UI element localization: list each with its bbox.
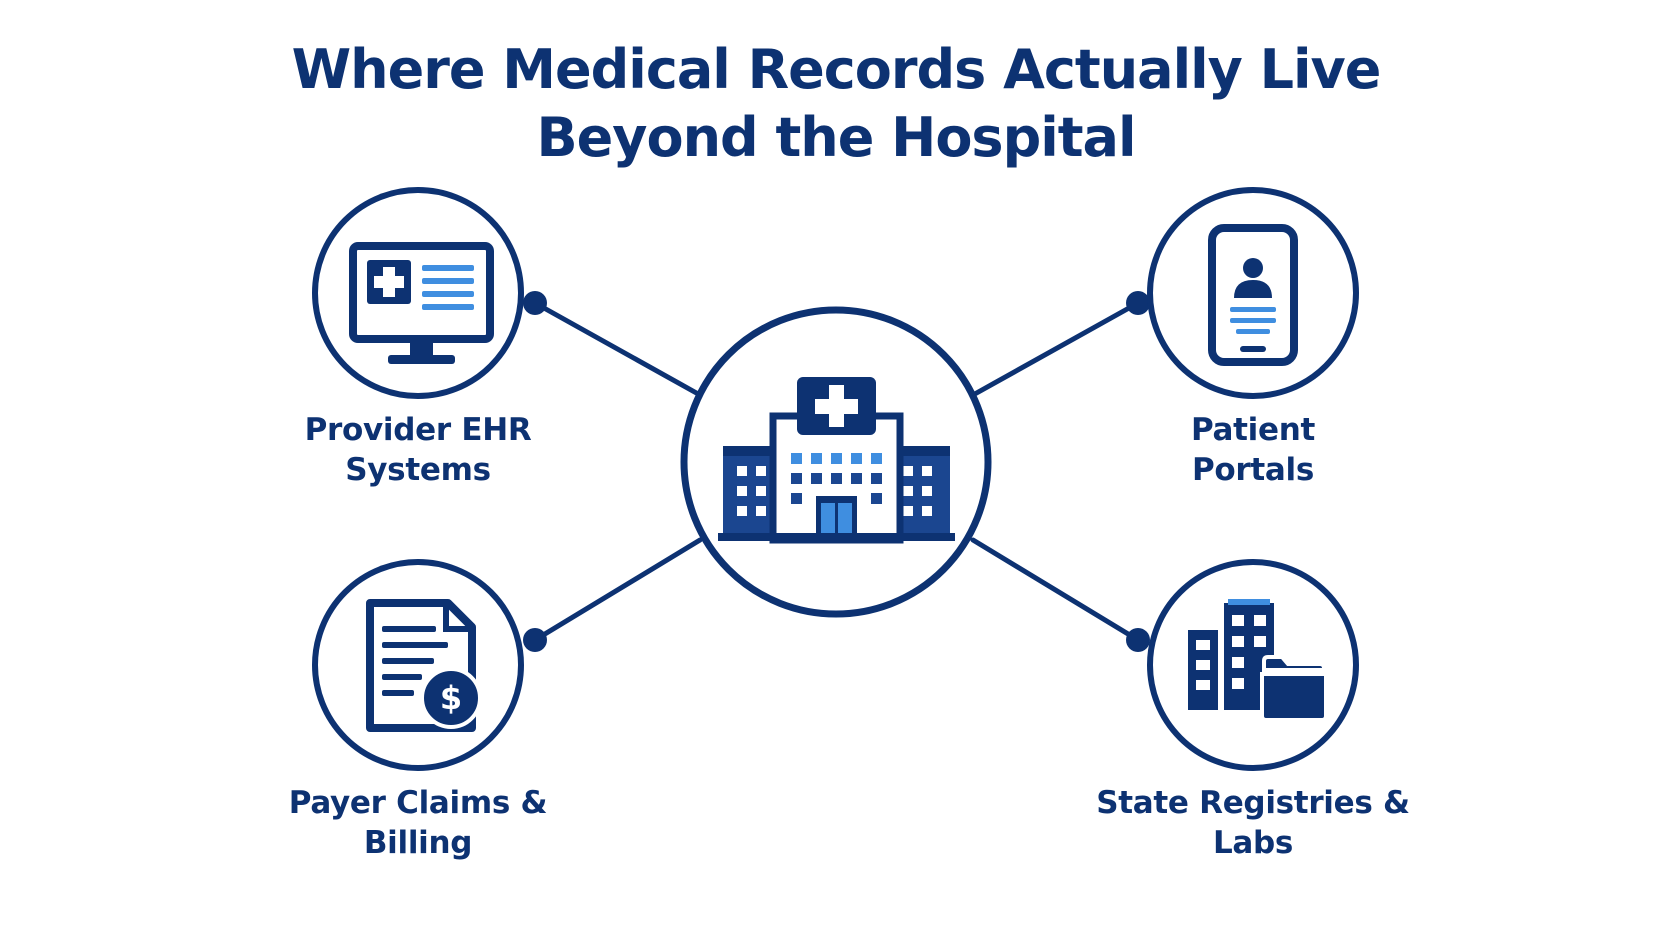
label-line: Systems	[345, 452, 491, 488]
label-line: Patient	[1190, 412, 1316, 448]
connector-state-registries	[970, 537, 1141, 643]
label-line: Portals	[1191, 452, 1315, 488]
connector-provider-ehr	[532, 300, 703, 398]
node-state-registries	[1147, 559, 1359, 771]
node-patient-portals	[1147, 187, 1359, 399]
label-payer-claims: Payer Claims & Billing	[238, 783, 598, 863]
connector-payer-claims	[532, 537, 703, 643]
label-provider-ehr: Provider EHR Systems	[238, 410, 598, 490]
smartphone-patient-icon	[1208, 224, 1298, 366]
title-line-2: Beyond the Hospital	[536, 106, 1136, 169]
billing-document-icon: $	[366, 599, 482, 732]
label-line: Payer Claims &	[288, 785, 548, 821]
label-line: Billing	[363, 825, 473, 861]
label-line: Provider EHR	[304, 412, 532, 448]
label-patient-portals: Patient Portals	[1073, 410, 1433, 490]
connector-dot	[523, 291, 547, 315]
label-line: State Registries &	[1096, 785, 1410, 821]
label-line: Labs	[1212, 825, 1294, 861]
node-provider-ehr	[312, 187, 524, 399]
connectors	[532, 300, 1141, 643]
buildings-folder-icon	[1188, 599, 1328, 722]
title-line-1: Where Medical Records Actually Live	[291, 38, 1382, 101]
hospital-icon	[718, 377, 955, 544]
connector-dots	[523, 291, 1150, 652]
computer-monitor-icon	[349, 242, 494, 364]
connector-dot	[1126, 291, 1150, 315]
connector-dot	[523, 628, 547, 652]
center-hub	[680, 306, 992, 618]
label-state-registries: State Registries & Labs	[1073, 783, 1433, 863]
node-payer-claims: $	[312, 559, 524, 771]
connector-dot	[1126, 628, 1150, 652]
connector-patient-portals	[970, 300, 1141, 398]
svg-text:$: $	[440, 679, 462, 717]
